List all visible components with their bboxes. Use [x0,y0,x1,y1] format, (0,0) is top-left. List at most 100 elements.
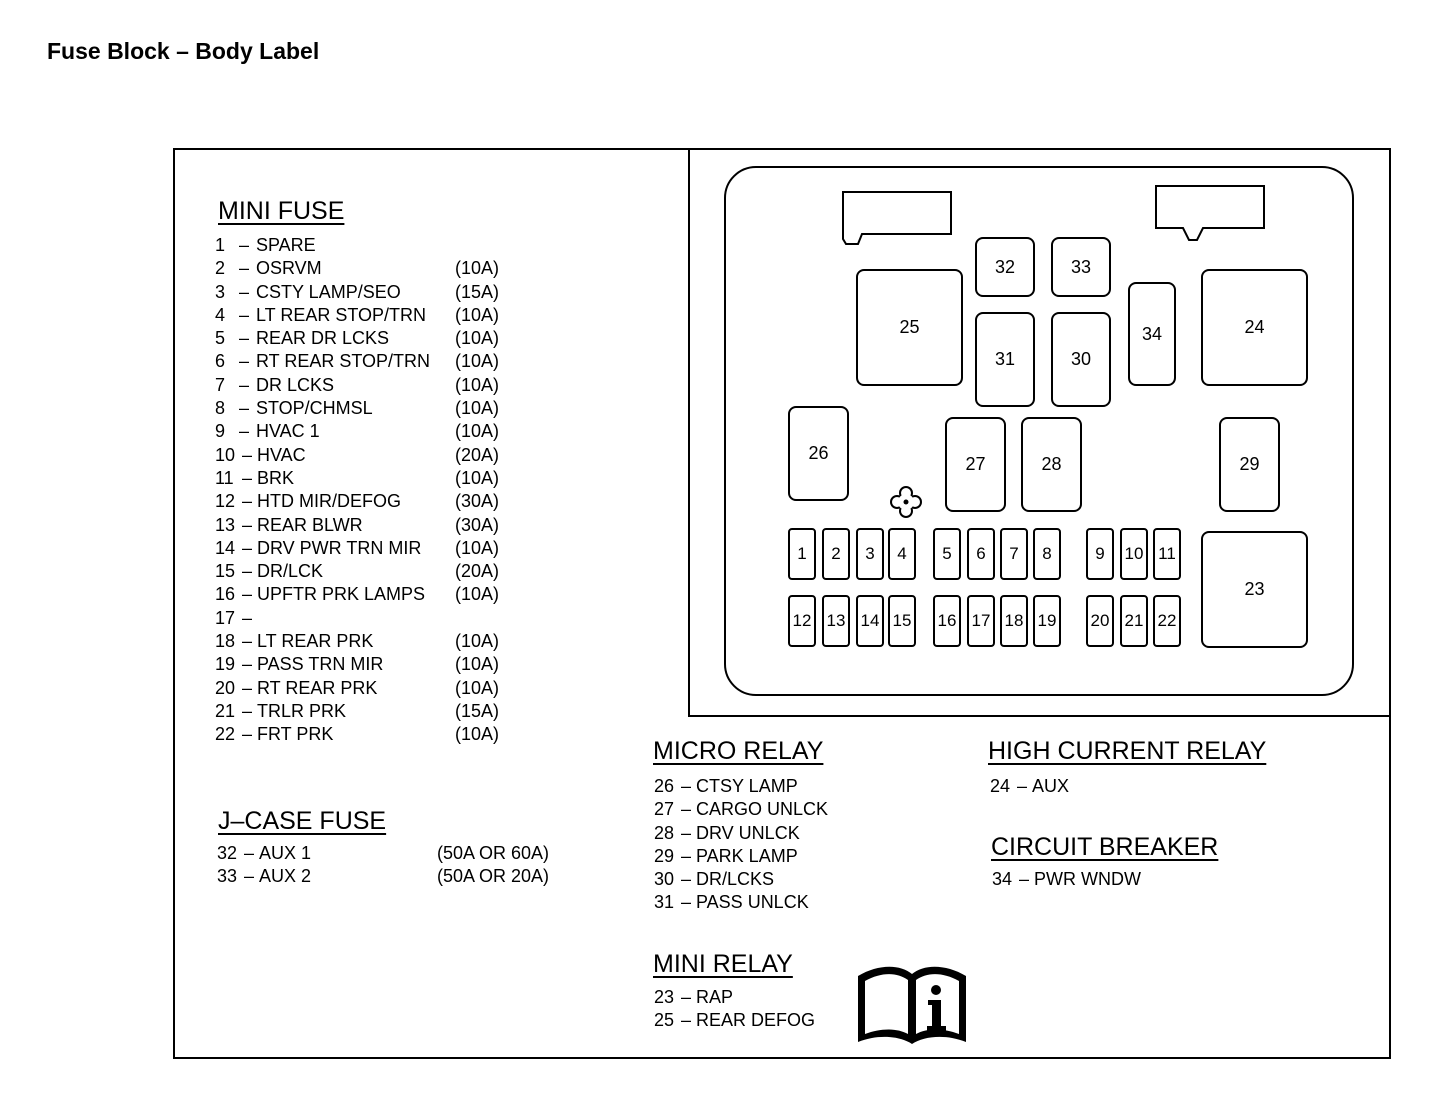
item-name: STOP/CHMSL [256,398,373,419]
item-rating: (10A) [455,351,500,372]
dash: – [239,258,250,279]
item-number: 27 [654,799,675,820]
item-number: 11 [215,467,234,488]
dash: – [242,677,253,698]
list-item: 10–HVAC(20A) [215,444,515,467]
slot-12: 12 [788,595,816,647]
list-item: 34–PWR WNDW [992,868,1212,891]
list-item: 4–LT REAR STOP/TRN(10A) [215,304,515,327]
list-item: 20–RT REAR PRK(10A) [215,677,515,700]
list-item: 31–PASS UNLCK [654,891,874,914]
dash: – [242,491,253,512]
list-item: 18–LT REAR PRK(10A) [215,630,515,653]
item-number: 23 [654,987,675,1007]
dash: – [1019,869,1030,889]
slot-20: 20 [1086,595,1114,647]
book-info-icon [858,966,966,1044]
item-name: DR/LCKS [696,869,775,890]
item-name: CSTY LAMP/SEO [256,281,401,302]
item-rating: (10A) [455,631,500,652]
item-name: DR/LCK [257,561,324,582]
dash: – [239,374,250,395]
item-rating: (30A) [455,514,500,535]
dash: – [242,607,253,628]
item-name: REAR BLWR [257,514,363,535]
item-name: REAR DEFOG [696,1010,816,1031]
diagram-frame [688,148,1391,717]
dash: – [242,467,253,488]
slot-26: 26 [788,406,849,501]
list-item: 33–AUX 2(50A OR 20A) [217,865,567,888]
item-name: SPARE [256,235,316,255]
item-number: 4 [215,304,226,325]
slot-10: 10 [1120,528,1148,580]
item-number: 29 [654,845,675,866]
item-name: OSRVM [256,258,322,279]
list-item: 24–AUX [990,775,1210,798]
item-name: AUX [1032,776,1070,796]
item-name: PASS TRN MIR [257,654,384,675]
item-number: 22 [215,724,236,745]
dash: – [242,631,253,652]
slot-27: 27 [945,417,1006,512]
list-item: 3–CSTY LAMP/SEO(15A) [215,281,515,304]
slot-23: 23 [1201,531,1308,648]
dash: – [244,843,255,863]
slot-33: 33 [1051,237,1111,297]
connector-tab-right [1155,185,1265,241]
slot-16: 16 [933,595,961,647]
dash: – [681,869,692,890]
item-name: UPFTR PRK LAMPS [257,584,426,605]
dash: – [242,561,253,582]
slot-13: 13 [822,595,850,647]
connector-tab-left [842,191,952,245]
dash: – [681,892,692,913]
list-item: 13–REAR BLWR(30A) [215,514,515,537]
item-rating: (10A) [455,584,500,605]
item-rating: (10A) [455,677,500,698]
high-current-relay-heading: HIGH CURRENT RELAY [988,737,1267,765]
slot-32: 32 [975,237,1035,297]
item-name: TRLR PRK [257,700,347,721]
list-item: 5–REAR DR LCKS(10A) [215,327,515,350]
dash: – [242,537,253,558]
slot-15: 15 [888,595,916,647]
slot-22: 22 [1153,595,1181,647]
slot-1: 1 [788,528,816,580]
item-number: 31 [654,892,675,913]
item-number: 10 [215,444,236,465]
item-rating: (50A OR 20A) [437,866,550,887]
item-rating: (10A) [455,328,500,349]
item-name: CTSY LAMP [696,776,798,796]
slot-9: 9 [1086,528,1114,580]
dash: – [239,421,250,442]
item-rating: (10A) [455,724,500,745]
dash: – [239,328,250,349]
item-number: 18 [215,631,236,652]
dash: – [239,398,250,419]
item-number: 12 [215,491,236,512]
list-item: 17– [215,607,515,630]
item-number: 9 [215,421,226,442]
slot-25: 25 [856,269,963,386]
slot-3: 3 [856,528,884,580]
slot-29: 29 [1219,417,1280,512]
item-name: DRV PWR TRN MIR [257,537,422,558]
item-rating: (30A) [455,491,500,512]
item-number: 19 [215,654,236,675]
dash: – [681,776,692,796]
page-title: Fuse Block – Body Label [47,38,320,64]
circuit-breaker-list: 34–PWR WNDW [992,868,1212,891]
slot-7: 7 [1000,528,1028,580]
list-item: 2–OSRVM(10A) [215,257,515,280]
dash: – [1017,776,1028,796]
dash: – [239,304,250,325]
item-number: 2 [215,258,226,279]
list-item: 27–CARGO UNLCK [654,798,874,821]
item-name: PWR WNDW [1034,869,1141,889]
slot-14: 14 [856,595,884,647]
jcase-fuse-list: 32–AUX 1(50A OR 60A)33–AUX 2(50A OR 20A) [217,842,567,889]
dash: – [242,584,253,605]
